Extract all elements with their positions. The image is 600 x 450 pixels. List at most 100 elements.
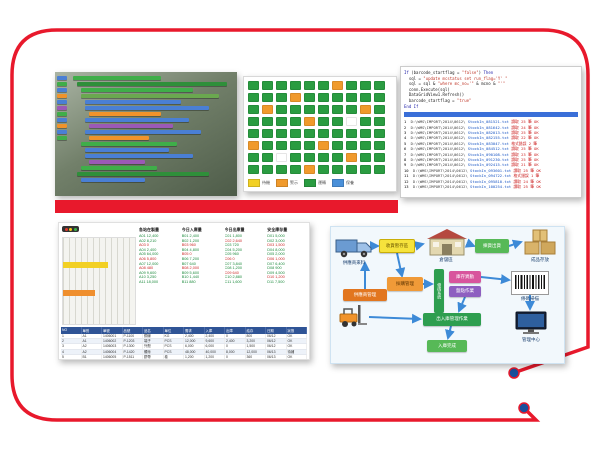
- code-line: If (barcode_startflag = "false") Then: [404, 70, 578, 76]
- screenshot-status-board: 待機 警示 運轉 保養: [243, 76, 397, 192]
- log-row: 8 D:\WMS\IMPORT\2014\0612\ StockIn_09123…: [404, 157, 578, 162]
- log-row-file: StockIn_090108.txt: [467, 151, 509, 157]
- border-path: [10, 28, 590, 422]
- palette-block: [57, 130, 67, 134]
- status-cell: [248, 141, 259, 150]
- log-row-status: 讀取 25 筆 OK: [511, 119, 539, 125]
- flow-node: 盤點作業: [449, 286, 481, 297]
- status-cell: [374, 141, 385, 150]
- quantity-row: D09 4,500: [267, 270, 285, 275]
- code-token: sql =: [404, 75, 424, 81]
- corner-dot-2: [518, 402, 530, 414]
- status-cell: [346, 81, 357, 90]
- code-block: [89, 112, 161, 116]
- quantity-row: B11 880: [181, 279, 196, 284]
- quantity-row: D06 1,000: [267, 256, 285, 261]
- table-cell: 銅線: [143, 334, 164, 339]
- warehouse-icon: [427, 229, 467, 256]
- quantity-row: C09 640: [224, 270, 239, 275]
- log-row-path: D:\WMS\IMPORT\2014\0612\: [410, 129, 466, 135]
- table-cell: A1: [82, 339, 102, 344]
- status-cell: [318, 141, 329, 150]
- log-row-path: D:\WMS\IMPORT\2014\0612\: [412, 184, 468, 190]
- table-cell: P-1203: [123, 339, 143, 344]
- table-cell: KG: [164, 334, 184, 339]
- legend-swatch: [332, 179, 344, 187]
- group-title: 今日出庫量: [224, 227, 245, 232]
- status-cell: [360, 153, 371, 162]
- quantity-row: C10 2,880: [224, 275, 243, 280]
- quantity-row: D07 6,400: [267, 261, 285, 266]
- status-cell: [304, 93, 315, 102]
- log-row-number: 9: [404, 162, 407, 168]
- traffic-light-dot: [69, 227, 72, 231]
- log-row-file: StockIn_094722.txt: [470, 173, 512, 179]
- status-cell: [360, 105, 371, 114]
- status-cell: [290, 141, 301, 150]
- palette-block: [57, 118, 67, 122]
- status-cell: [276, 105, 287, 114]
- log-row-path: D:\WMS\IMPORT\2014\0612\: [412, 178, 468, 184]
- code-block: [89, 124, 173, 128]
- flow-node: 入庫完成: [427, 340, 467, 352]
- quantity-row: B05 0: [181, 252, 192, 257]
- table-cell: B1: [82, 354, 102, 359]
- palette-block: [57, 124, 67, 128]
- status-cell: [346, 129, 357, 138]
- quantity-row: A01 12,400: [139, 234, 159, 238]
- code-block: [85, 118, 189, 122]
- status-cell: [332, 141, 343, 150]
- quantity-row: A02 8,210: [139, 238, 157, 243]
- legend-item: 待機: [248, 179, 270, 187]
- status-cell: [374, 165, 385, 174]
- table-cell: 06/12: [266, 334, 287, 339]
- status-cell: [248, 165, 259, 174]
- code-block: [89, 136, 149, 140]
- status-cell: [318, 81, 329, 90]
- code-token: ): [478, 70, 484, 75]
- status-cell: [374, 117, 385, 126]
- quantity-row: C07 3,840: [224, 261, 243, 266]
- monitor-icon: [515, 311, 547, 334]
- log-row-file: StockIn_081642.txt: [467, 124, 509, 130]
- status-cell: [318, 105, 329, 114]
- quantity-row: D08 900: [267, 266, 282, 271]
- log-row-number: 3: [404, 129, 407, 135]
- status-cell: [332, 165, 343, 174]
- log-row-status: 讀取 25 筆 OK: [511, 146, 539, 152]
- table-header-cell: 單號: [102, 327, 123, 334]
- table-cell: 1406004: [102, 349, 123, 354]
- table-cell: 2,400: [225, 339, 246, 344]
- table-cell: 螺絲: [143, 349, 164, 354]
- flow-node: 採購管理: [387, 277, 423, 291]
- log-row-number: 11: [404, 173, 409, 179]
- quantity-row: A11 18,000: [139, 279, 159, 284]
- flow-node: 出入庫管理作業: [423, 313, 481, 326]
- log-list: 1 D:\WMS\IMPORT\2014\0612\ StockIn_08152…: [404, 119, 578, 189]
- log-row-file: StockIn_100254.txt: [470, 184, 512, 190]
- status-cell: [248, 81, 259, 90]
- legend-label: 保養: [346, 180, 354, 185]
- grid-row: [248, 165, 392, 174]
- quantity-row: D01 5,000: [267, 234, 285, 238]
- code-block: [85, 130, 201, 134]
- group-title: 今日入庫量: [181, 227, 202, 232]
- log-row-path: D:\WMS\IMPORT\2014\0612\: [412, 167, 468, 173]
- log-row-path: D:\WMS\IMPORT\2014\0612\: [410, 146, 466, 152]
- status-cell: [276, 153, 287, 162]
- table-cell: 06/12: [266, 344, 287, 349]
- red-divider-bar: [55, 200, 398, 213]
- screenshot-block-editor: [55, 72, 237, 196]
- quantity-row: D03 1,500: [267, 243, 285, 248]
- flow-node: 倉儲區: [439, 257, 453, 263]
- status-cell: [318, 93, 329, 102]
- table-header-cell: 入庫: [205, 327, 225, 334]
- palette-block: [57, 88, 67, 92]
- traffic-light-icon: [62, 226, 79, 232]
- table-header-cell: 結存: [246, 327, 266, 334]
